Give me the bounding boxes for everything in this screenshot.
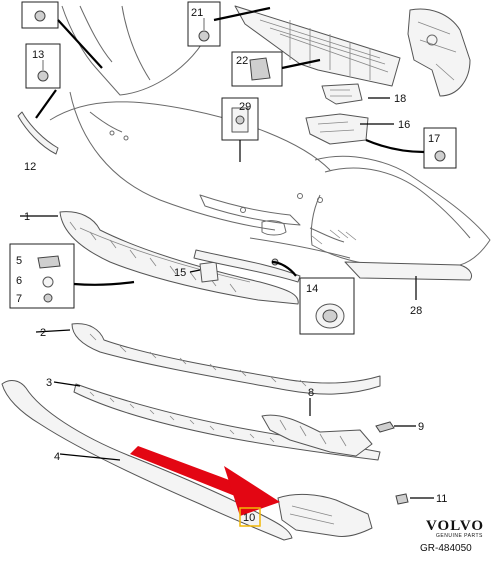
- car-rear-body: [49, 5, 491, 281]
- label-2: 2: [40, 327, 46, 339]
- upper-reinforcement-beam: [234, 5, 401, 87]
- label-17: 17: [428, 133, 440, 145]
- diagram-reference: GR-484050: [420, 543, 472, 554]
- label-8: 8: [308, 387, 314, 399]
- bracket-8-part: [261, 414, 373, 457]
- label-14: 14: [306, 283, 318, 295]
- label-6: 6: [16, 275, 22, 287]
- arrow-head: [224, 466, 280, 516]
- clip-29-part: [221, 97, 259, 141]
- bracket-15-part: [199, 261, 219, 283]
- trim-12-part: [17, 111, 59, 155]
- label-9: 9: [418, 421, 424, 433]
- label-18: 18: [394, 93, 406, 105]
- volvo-logo-text: VOLVO: [426, 518, 484, 534]
- label-15: 15: [174, 267, 186, 279]
- label-16: 16: [398, 119, 410, 131]
- label-22: 22: [236, 55, 248, 67]
- label-12: 12: [24, 161, 36, 173]
- label-5: 5: [16, 255, 22, 267]
- cover-2-part: [71, 323, 381, 395]
- screw-13-part: [25, 43, 61, 89]
- diffuser-1-part: [59, 211, 299, 305]
- part-box-top-left: [21, 1, 59, 29]
- label-11: 11: [436, 493, 447, 505]
- corner-bracket-part: [407, 8, 471, 97]
- callout-labels: 1 2 3 4 5 6 7 8 9 10 11 12 13 14 15 16 1…: [16, 7, 447, 524]
- screw-9-part: [375, 421, 395, 433]
- genuine-parts-text: GENUINE PARTS: [436, 533, 483, 539]
- sensor-14-part: [299, 277, 355, 335]
- clip-22-part: [231, 51, 283, 87]
- label-28: 28: [410, 305, 422, 317]
- screw-11-part: [395, 493, 409, 505]
- bracket-18-part: [321, 83, 363, 105]
- screw-21-part: [187, 1, 221, 47]
- leader-lines: [20, 6, 434, 499]
- label-29: 29: [239, 101, 251, 113]
- bracket-16-part: [305, 113, 369, 145]
- label-10: 10: [243, 512, 255, 524]
- label-13: 13: [32, 49, 44, 61]
- red-pointer-arrow: [130, 446, 280, 516]
- lower-trim-4-part: [1, 380, 293, 541]
- fastener-box-5-7: [9, 243, 75, 309]
- label-3: 3: [46, 377, 52, 389]
- label-1: 1: [24, 211, 30, 223]
- label-21: 21: [191, 7, 203, 19]
- bracket-10-part: [277, 493, 373, 537]
- arrow-shaft: [130, 446, 256, 502]
- label-7: 7: [16, 293, 22, 305]
- label-4: 4: [54, 451, 60, 463]
- highlight-box-10: [239, 507, 261, 527]
- screw-17-part: [423, 127, 457, 169]
